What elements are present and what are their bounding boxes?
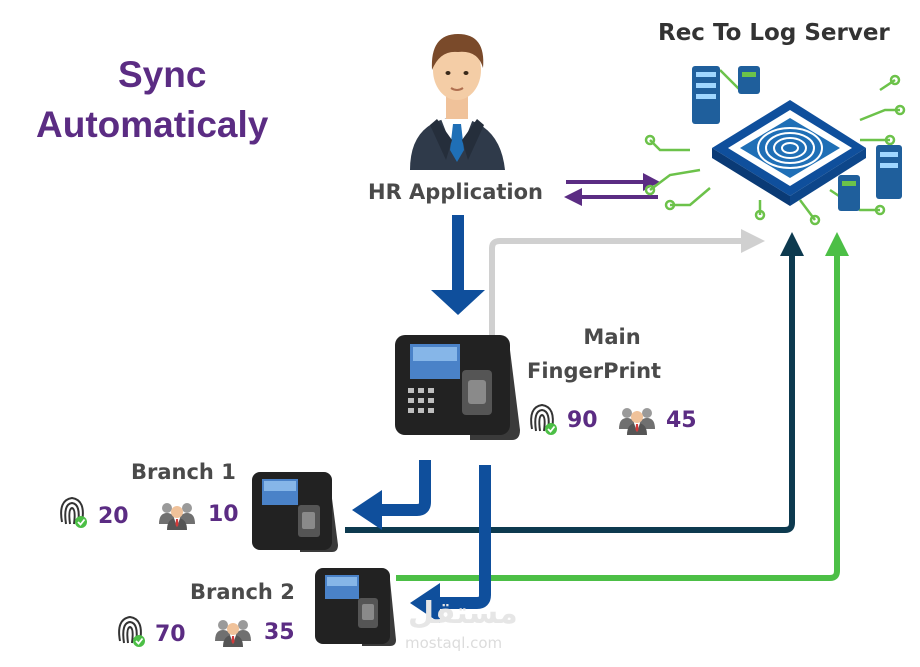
main-users-icon xyxy=(619,408,655,435)
branch1-label: Branch 1 xyxy=(131,460,236,484)
branch1-fingerprint-icon xyxy=(60,497,88,529)
main-label-line-1: Main xyxy=(583,325,641,349)
branch1-user-count: 10 xyxy=(208,502,239,527)
branch2-fingerprint-count: 70 xyxy=(155,622,186,647)
main-to-server-arrow xyxy=(489,229,765,335)
branch2-label: Branch 2 xyxy=(190,580,295,604)
branch1-to-server-arrow xyxy=(345,232,804,533)
main-to-branch1-arrow xyxy=(352,460,431,530)
circuit-lines-icon xyxy=(644,69,906,226)
diagram-title: Sync Automaticaly xyxy=(36,50,268,150)
hr-to-main-arrow xyxy=(431,215,485,315)
main-to-branch2-arrow xyxy=(410,465,491,623)
branch1-users-icon xyxy=(159,503,195,530)
watermark-arabic: مستقل xyxy=(408,596,518,631)
watermark-latin: mostaql.com xyxy=(405,634,503,652)
sync-arrows xyxy=(564,173,660,206)
hr-application-label: HR Application xyxy=(368,180,544,204)
branch1-fingerprint-count: 20 xyxy=(98,504,129,529)
server-title: Rec To Log Server xyxy=(658,20,890,46)
main-user-count: 45 xyxy=(666,408,697,433)
branch2-users-icon xyxy=(215,620,251,647)
branch1-fingerprint-device-icon xyxy=(252,472,338,552)
branch2-fingerprint-device-icon xyxy=(315,568,396,646)
title-line-2: Automaticaly xyxy=(36,104,269,145)
main-fingerprint-device-icon xyxy=(395,335,520,440)
server-rack-icon xyxy=(692,66,902,211)
branch2-fingerprint-icon xyxy=(118,616,146,648)
main-fingerprint-count: 90 xyxy=(567,408,598,433)
branch2-user-count: 35 xyxy=(264,620,295,645)
main-fingerprint-icon xyxy=(530,404,558,436)
main-label-line-2: FingerPrint xyxy=(527,359,662,383)
title-line-1: Sync xyxy=(118,54,207,95)
main-fingerprint-label: Main FingerPrint xyxy=(527,320,661,388)
branch2-to-server-arrow xyxy=(396,232,849,581)
fingerprint-platform-icon xyxy=(712,100,866,206)
